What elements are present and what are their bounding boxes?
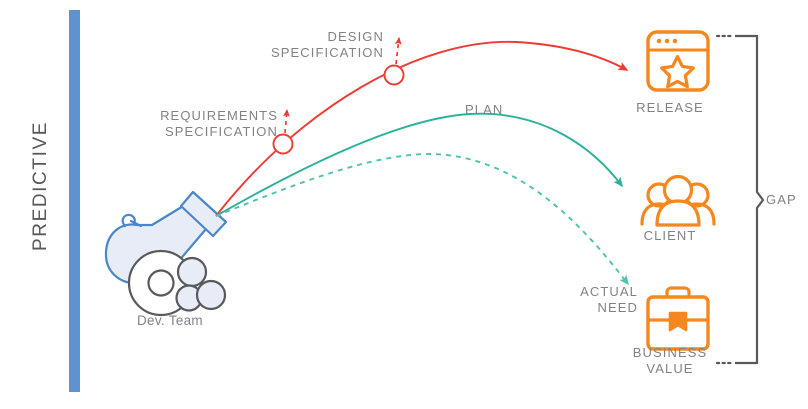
trajectory-spec-path [215,41,629,217]
briefcase-icon [646,286,710,351]
trajectory-plan-path [215,112,623,217]
browser-star-icon [646,30,710,92]
milestone-requirements-marker [272,108,294,155]
cannon-icon [104,190,228,317]
trajectory-actual-need-path [215,153,629,286]
users-group-icon [640,174,716,227]
phase-bar [69,10,80,392]
gap-bracket [715,34,765,365]
milestone-design-marker [383,36,405,86]
